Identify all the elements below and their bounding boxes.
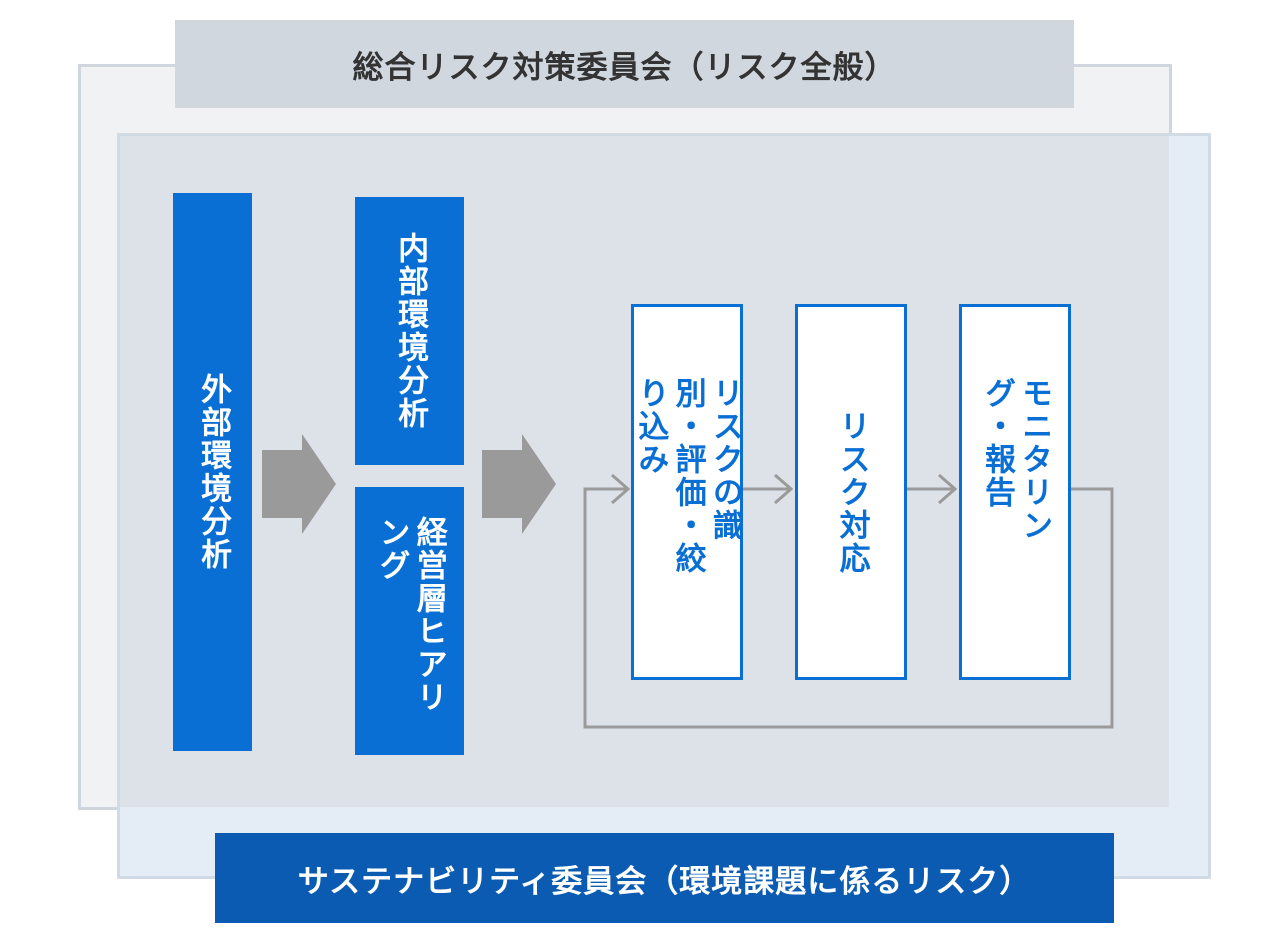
risk-identification-box: リスクの識別・評価・絞り込み	[631, 304, 743, 680]
monitoring-report-box: モニタリング・報告	[959, 304, 1071, 680]
external-analysis-label: 外部環境分析	[195, 373, 232, 571]
management-hearing-box: 経営層ヒアリング	[355, 487, 464, 755]
risk-response-label: リスク対応	[833, 409, 870, 575]
monitoring-report-label: モニタリング・報告	[979, 377, 1053, 542]
risk-identification-label: リスクの識別・評価・絞り込み	[632, 377, 743, 575]
general-committee-title: 総合リスク対策委員会（リスク全般）	[175, 20, 1074, 108]
external-analysis-box: 外部環境分析	[173, 193, 252, 751]
management-hearing-label: 経営層ヒアリング	[373, 516, 447, 714]
internal-analysis-box: 内部環境分析	[355, 197, 464, 465]
internal-analysis-label: 内部環境分析	[392, 232, 429, 430]
risk-response-box: リスク対応	[795, 304, 907, 680]
sustainability-committee-title: サステナビリティ委員会（環境課題に係るリスク）	[215, 833, 1114, 923]
